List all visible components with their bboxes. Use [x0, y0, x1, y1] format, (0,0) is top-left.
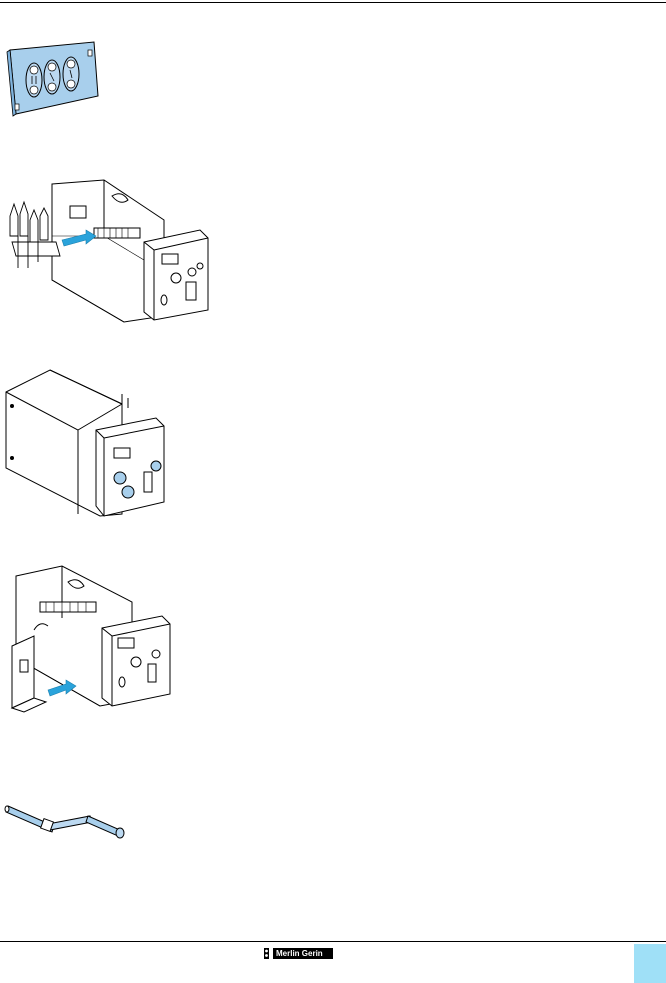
- footer-rule: [0, 941, 666, 942]
- racking-handle-icon: [4, 805, 125, 839]
- logo-emblem-icon: [264, 948, 269, 959]
- phase-barrier-plate-icon: [6, 41, 99, 117]
- closed-chassis-icon: [5, 369, 165, 517]
- header-rule: [0, 2, 666, 3]
- merlin-gerin-logo: Merlin Gerin: [262, 948, 333, 959]
- brand-name: Merlin Gerin: [273, 948, 333, 959]
- page-tab-marker: [634, 944, 666, 983]
- chassis-with-terminal-block-icon: [9, 179, 209, 323]
- chassis-with-bracket-icon: [10, 565, 171, 713]
